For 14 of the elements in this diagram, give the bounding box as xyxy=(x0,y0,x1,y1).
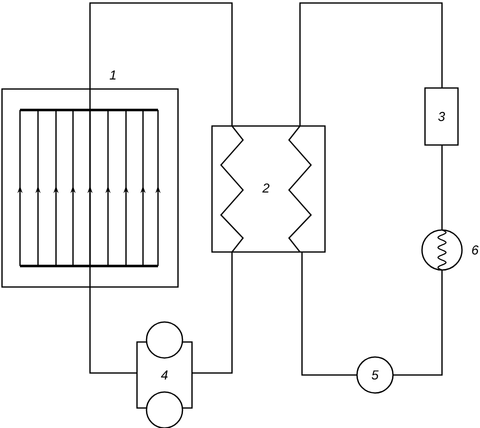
pipe xyxy=(301,252,357,376)
node-label: 6 xyxy=(472,245,479,255)
tank-box: 3 xyxy=(424,87,459,146)
collector-drawing: 1 xyxy=(1,70,179,288)
heat-exchanger-drawing: 2 xyxy=(211,125,326,253)
pipe xyxy=(393,270,443,376)
pipe xyxy=(441,145,443,230)
pump-drawing: 4 xyxy=(136,321,193,428)
pipe xyxy=(89,2,233,126)
heater-drawing: 6 xyxy=(421,229,479,271)
pipe xyxy=(89,287,137,374)
pipe xyxy=(299,2,443,126)
pipe xyxy=(192,252,233,374)
node-label: 1 xyxy=(110,70,116,80)
